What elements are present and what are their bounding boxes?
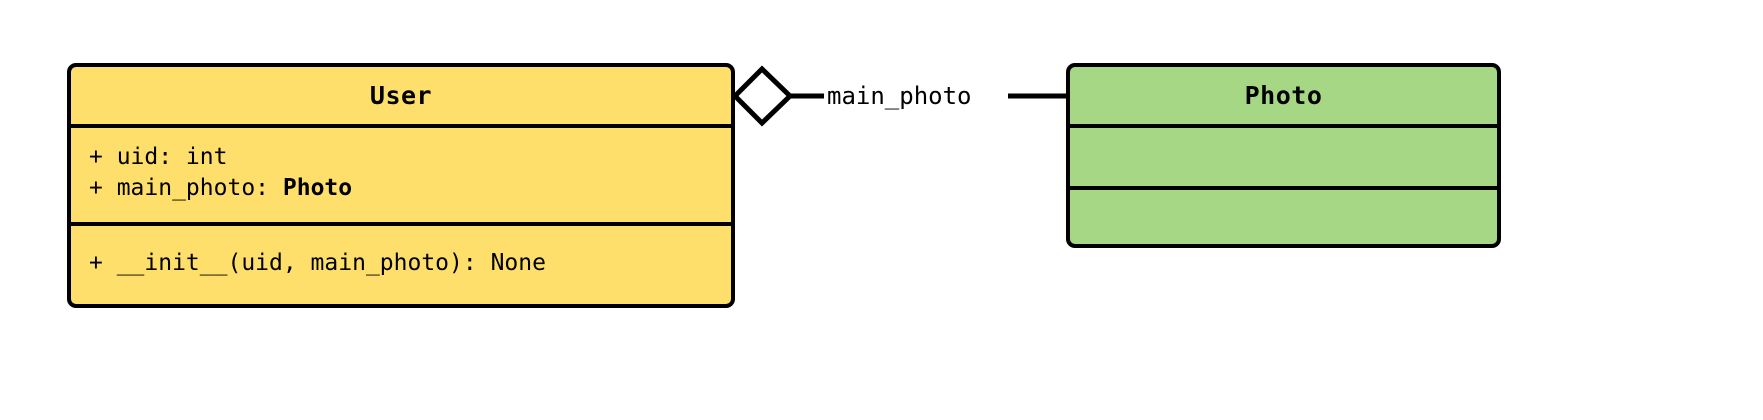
method-list-user: + __init__(uid, main_photo): None [71,226,731,279]
methods-compartment-user: + __init__(uid, main_photo): None [71,222,731,304]
method-item: + __init__(uid, main_photo): None [89,250,546,276]
class-box-user[interactable]: User + uid: int + main_photo: Photo + __… [67,63,735,308]
class-title-user: User [369,81,433,110]
aggregation-diamond-icon [731,65,794,127]
attribute-item: + uid: int [89,144,228,170]
attribute-label: + main_photo: [89,175,283,201]
attributes-compartment-user: + uid: int + main_photo: Photo [71,124,731,222]
attribute-item: + main_photo: Photo [89,173,731,204]
attributes-compartment-photo [1070,124,1497,186]
methods-compartment-photo [1070,186,1497,244]
class-title-photo: Photo [1244,81,1323,110]
association-role-label: main_photo [824,80,975,112]
attribute-type-ref: Photo [282,175,353,201]
attribute-list-user: + uid: int + main_photo: Photo [71,128,731,204]
class-box-photo[interactable]: Photo [1066,63,1501,248]
